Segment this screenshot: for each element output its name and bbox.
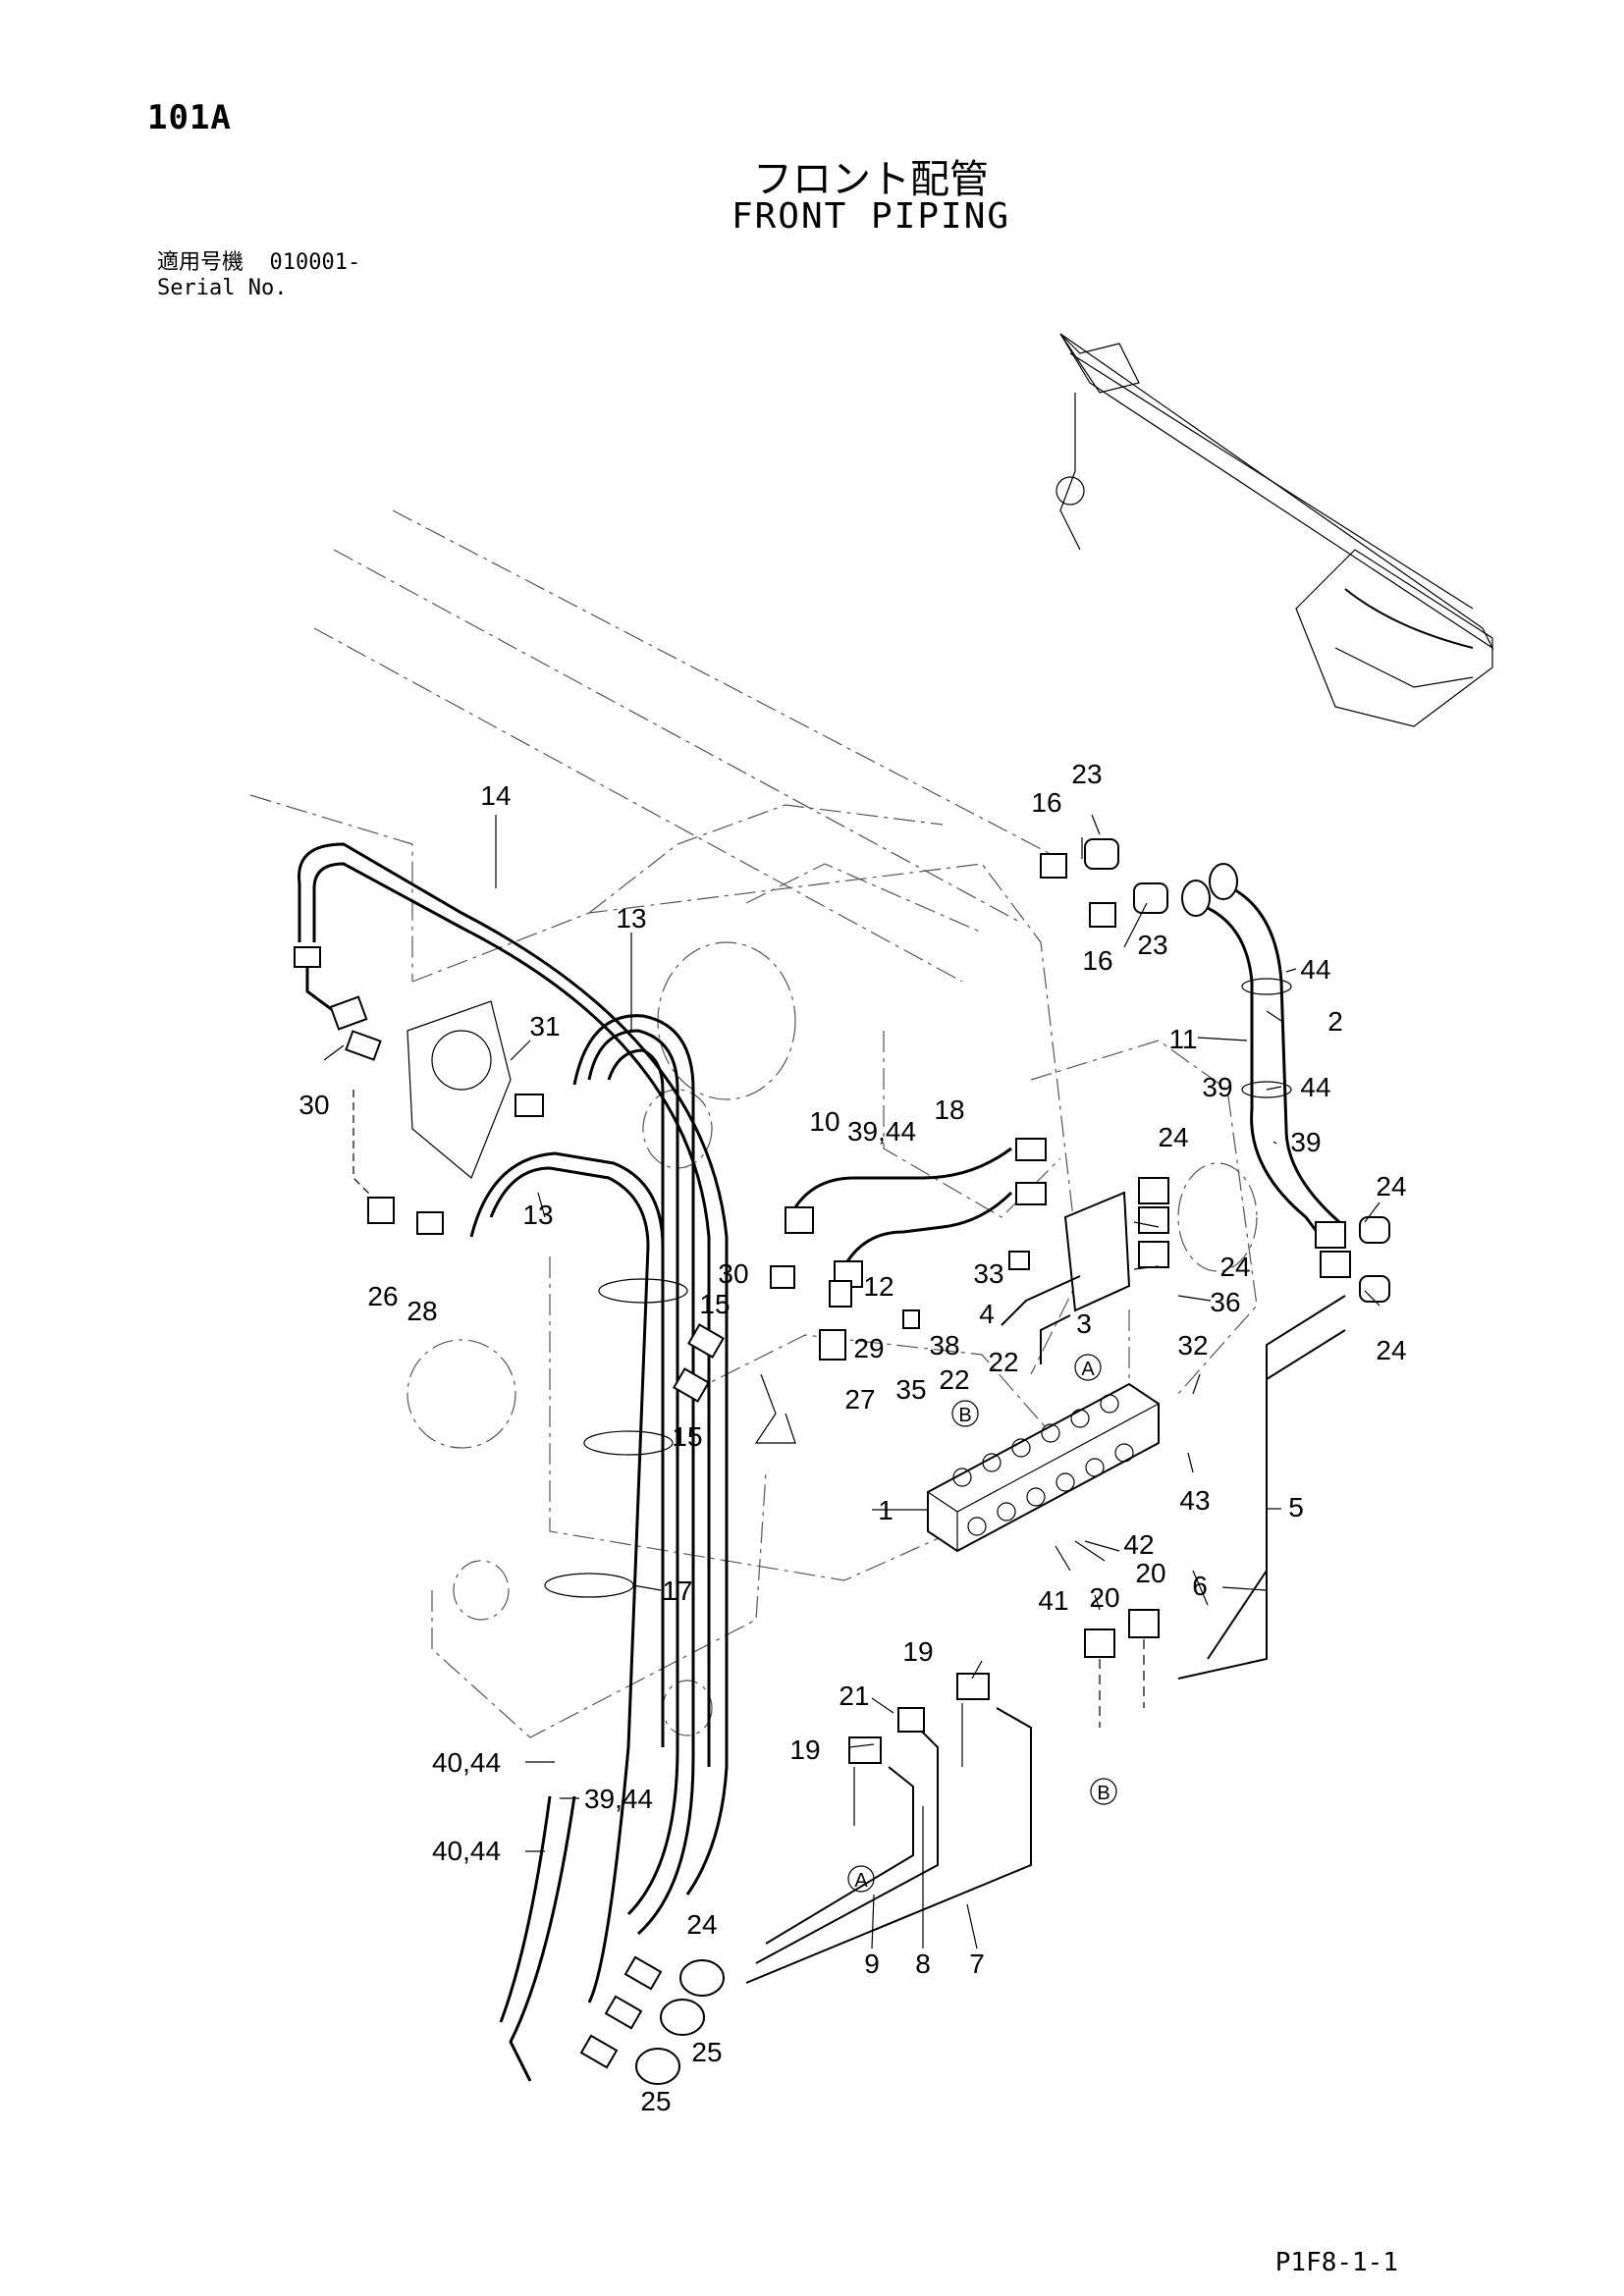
page-code: P1F8-1-1	[1274, 2248, 1398, 2277]
callout-19: 19	[789, 1735, 820, 1765]
callout-35: 35	[895, 1374, 926, 1405]
machine-overview-inset	[1056, 333, 1494, 727]
callout-5: 5	[1288, 1492, 1304, 1522]
page-title-japanese: フロント配管	[753, 157, 989, 202]
steel-pipes	[1001, 1275, 1346, 1680]
reference-mark-a	[1074, 1354, 1102, 1381]
callout-9: 9	[864, 1949, 880, 1979]
reference-mark-b	[1090, 1778, 1117, 1805]
callout-15: 15	[672, 1421, 702, 1452]
reference-mark-a	[847, 1865, 875, 1893]
callout-25: 25	[640, 2086, 671, 2116]
callout-23: 23	[1071, 759, 1102, 789]
callout-36: 36	[1210, 1287, 1240, 1317]
center-fittings	[673, 1138, 1047, 1444]
callout-25: 25	[691, 2037, 722, 2067]
callout-15: 15	[699, 1289, 730, 1319]
serial-value: 010001-	[269, 250, 361, 275]
callout-24: 24	[686, 1909, 717, 1940]
callout-43: 43	[1179, 1485, 1210, 1516]
callout-44: 44	[1300, 1072, 1330, 1102]
callout-31: 31	[529, 1011, 560, 1041]
callout-3: 3	[1076, 1308, 1092, 1339]
callout-39-44: 39,44	[847, 1116, 916, 1147]
boom-ghost-outline	[249, 509, 1258, 1738]
callout-2: 2	[1327, 1006, 1343, 1037]
hose-bundle-long	[469, 1014, 695, 2082]
serial-label-en: Serial No.	[157, 276, 288, 300]
callout-24: 24	[1219, 1252, 1250, 1282]
page-title-english: FRONT PIPING	[731, 196, 1011, 237]
reference-mark-a-label: A	[1081, 1359, 1095, 1380]
callout-30: 30	[718, 1258, 748, 1289]
serial-label-ja: 適用号機	[157, 250, 244, 275]
callout-8: 8	[915, 1949, 931, 1979]
callout-39-44: 39,44	[584, 1784, 653, 1814]
callout-38: 38	[929, 1330, 959, 1361]
callout-22: 22	[988, 1347, 1018, 1377]
callout-39: 39	[1290, 1127, 1321, 1157]
callout-1: 1	[878, 1495, 893, 1525]
manifold-block	[927, 1177, 1169, 1553]
callout-19: 19	[902, 1636, 933, 1667]
callout-20: 20	[1089, 1582, 1119, 1613]
callout-23: 23	[1137, 930, 1167, 960]
reference-mark-b	[951, 1400, 979, 1427]
callout-12: 12	[863, 1271, 893, 1302]
callout-44: 44	[1300, 954, 1330, 985]
page-id: 101A	[147, 98, 232, 137]
callout-numbers: 14 13 31 30 26 28 13 15 15 17 10 39,44 1…	[298, 759, 1406, 2116]
callout-40-44: 40,44	[432, 1836, 501, 1866]
callout-32: 32	[1177, 1330, 1208, 1361]
callout-13: 13	[616, 903, 646, 934]
callout-11: 11	[1168, 1024, 1197, 1054]
callout-10: 10	[809, 1106, 839, 1137]
callout-16: 16	[1031, 787, 1061, 818]
left-valve-block	[345, 1000, 544, 1235]
reference-marks: A B A B	[847, 1354, 1117, 1893]
callout-24: 24	[1158, 1122, 1188, 1152]
callout-29: 29	[853, 1333, 884, 1363]
callout-39: 39	[1202, 1072, 1232, 1102]
callout-14: 14	[480, 780, 511, 811]
callout-20: 20	[1135, 1558, 1165, 1588]
callout-40-44: 40,44	[432, 1747, 501, 1778]
callout-17: 17	[662, 1575, 692, 1606]
callout-26: 26	[367, 1281, 398, 1311]
leader-lines	[323, 814, 1380, 1949]
callout-4: 4	[979, 1299, 995, 1329]
reference-mark-b-label: B	[1097, 1783, 1110, 1804]
callout-41: 41	[1038, 1585, 1068, 1616]
callout-24: 24	[1376, 1171, 1406, 1201]
right-hoses	[1040, 838, 1390, 1303]
lower-pipes	[745, 1609, 1160, 1984]
reference-mark-a-label: A	[854, 1870, 868, 1892]
callout-6: 6	[1192, 1571, 1208, 1601]
serial-info: 適用号機 010001- Serial No.	[157, 250, 360, 301]
callout-21: 21	[839, 1681, 869, 1711]
callout-42: 42	[1123, 1529, 1154, 1560]
bottom-elbow-fittings	[579, 1955, 725, 2085]
callout-7: 7	[969, 1949, 985, 1979]
callout-24: 24	[1376, 1335, 1406, 1365]
callout-13: 13	[522, 1200, 553, 1230]
callout-33: 33	[973, 1258, 1003, 1289]
callout-16: 16	[1082, 945, 1112, 976]
callout-27: 27	[844, 1384, 875, 1415]
callout-22: 22	[939, 1364, 969, 1395]
callout-30: 30	[298, 1090, 329, 1120]
reference-mark-b-label: B	[958, 1405, 971, 1426]
callout-28: 28	[406, 1296, 437, 1326]
callout-18: 18	[934, 1095, 964, 1125]
